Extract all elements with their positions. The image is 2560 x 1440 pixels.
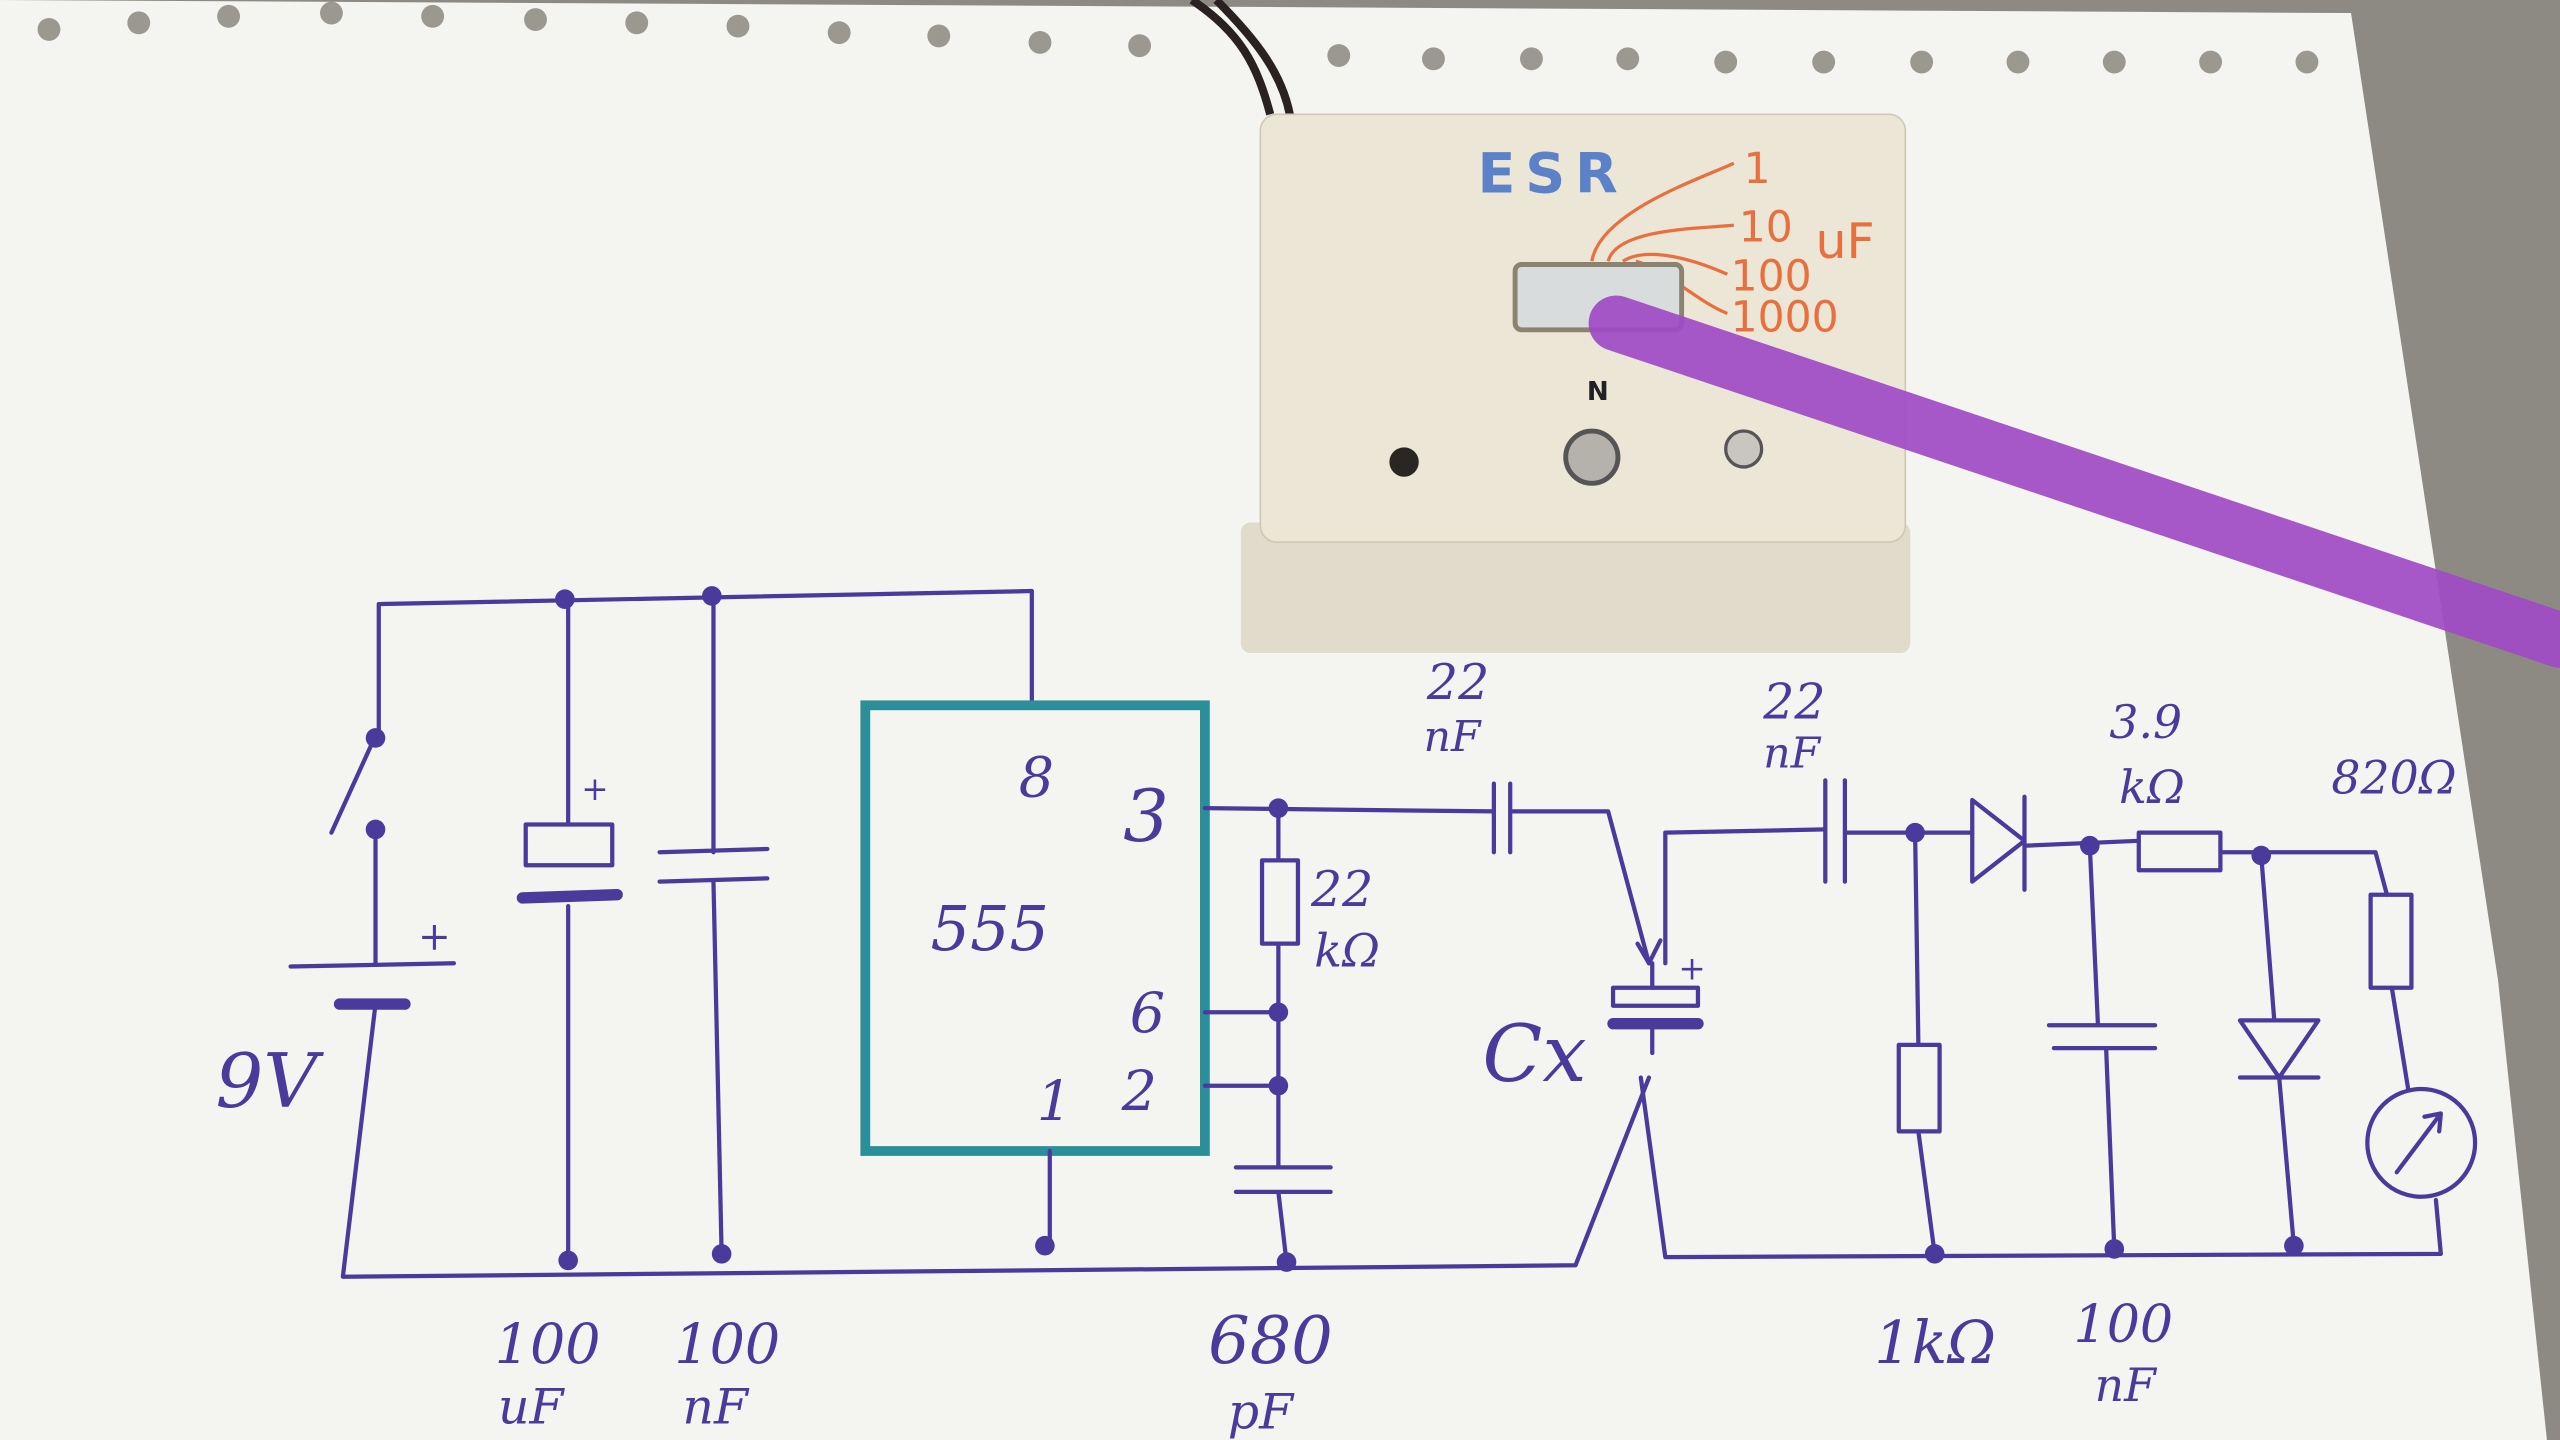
- meter-needle-icon: [2394, 1111, 2443, 1175]
- c-coupling2-unit: nF: [1763, 729, 1821, 778]
- schematic: [288, 586, 2478, 1279]
- wire-cx: [1650, 827, 1828, 1056]
- cx-label: Cx: [1482, 1009, 1586, 1100]
- battery-polarity: +: [418, 915, 451, 960]
- sprocket-holes: [37, 1, 2319, 74]
- power-switch: [329, 740, 375, 835]
- range-label-100: 100: [1731, 253, 1812, 302]
- range-label-1: 1: [1744, 145, 1771, 194]
- capacitor-22nF-1: [1491, 781, 1652, 966]
- c1-value: 100: [495, 1312, 601, 1377]
- range-label-1000: 1000: [1731, 293, 1839, 342]
- ic-555-outline: [860, 700, 1210, 1156]
- ic-pin-6: 6: [1130, 981, 1165, 1046]
- switch-mark: N: [1587, 377, 1609, 407]
- c1-polarity: +: [581, 770, 608, 808]
- c-timing-unit: pF: [1228, 1384, 1295, 1440]
- r-series-value: 3.9: [2109, 696, 2182, 749]
- capacitor-electrolytic-plate: [516, 888, 623, 904]
- c-coupling1-value: 22: [1426, 654, 1489, 711]
- wire-ground-rail: [340, 1001, 1652, 1279]
- screw-icon: [1724, 429, 1764, 469]
- junction-dots: [365, 586, 2304, 1272]
- range-toggle-switch[interactable]: [1563, 428, 1621, 486]
- wire-ground-right: [1638, 1075, 2443, 1260]
- ic-pin-2: 2: [1121, 1059, 1157, 1124]
- c-filter-value: 100: [2073, 1295, 2173, 1355]
- resistor-22k: [1259, 858, 1301, 946]
- c1-unit: uF: [498, 1379, 566, 1436]
- capacitor-100nF-filter: [2046, 843, 2158, 1252]
- c-coupling1-unit: nF: [1424, 713, 1482, 762]
- diode-shunt: [2218, 850, 2390, 1248]
- r-load-label: 1kΩ: [1874, 1308, 1996, 1377]
- ic-name: 555: [931, 892, 1049, 965]
- c-timing-value: 680: [1208, 1303, 1333, 1379]
- battery-label: 9V: [216, 1037, 325, 1125]
- meter-symbol: [2365, 1086, 2478, 1199]
- cx-plate-positive: [1610, 985, 1701, 1008]
- r-series-unit: kΩ: [2119, 761, 2185, 814]
- c2-unit: nF: [682, 1379, 750, 1436]
- c2-value: 100: [674, 1312, 780, 1377]
- ic-pin-3: 3: [1123, 774, 1169, 858]
- wire: [2389, 985, 2411, 1092]
- capacitor-electrolytic-plate: [523, 822, 615, 868]
- r-meter-label: 820Ω: [2331, 751, 2456, 804]
- pointer-pen: [1588, 295, 2560, 668]
- battery-plate-positive: [288, 961, 456, 969]
- c-coupling2-value: 22: [1762, 673, 1825, 730]
- test-leads: [1189, 0, 1294, 116]
- r-timing-unit: kΩ: [1314, 925, 1380, 978]
- ic-pin-8: 8: [1019, 746, 1054, 811]
- cx-polarity: +: [1678, 950, 1705, 988]
- probe-jack-hole: [1389, 447, 1419, 477]
- r-timing-value: 22: [1310, 861, 1373, 918]
- range-unit: uF: [1816, 213, 1875, 270]
- c-filter-unit: nF: [2095, 1359, 2158, 1412]
- range-label-10: 10: [1739, 204, 1793, 253]
- capacitor-100nF: [657, 593, 770, 1256]
- timing-network: [1202, 806, 1496, 1265]
- ic-pin-1: 1: [1037, 1069, 1072, 1134]
- probe-arrow-top: [1635, 938, 1663, 966]
- meter-title: ESR: [1478, 142, 1628, 207]
- resistor-1k: [1896, 1042, 1942, 1134]
